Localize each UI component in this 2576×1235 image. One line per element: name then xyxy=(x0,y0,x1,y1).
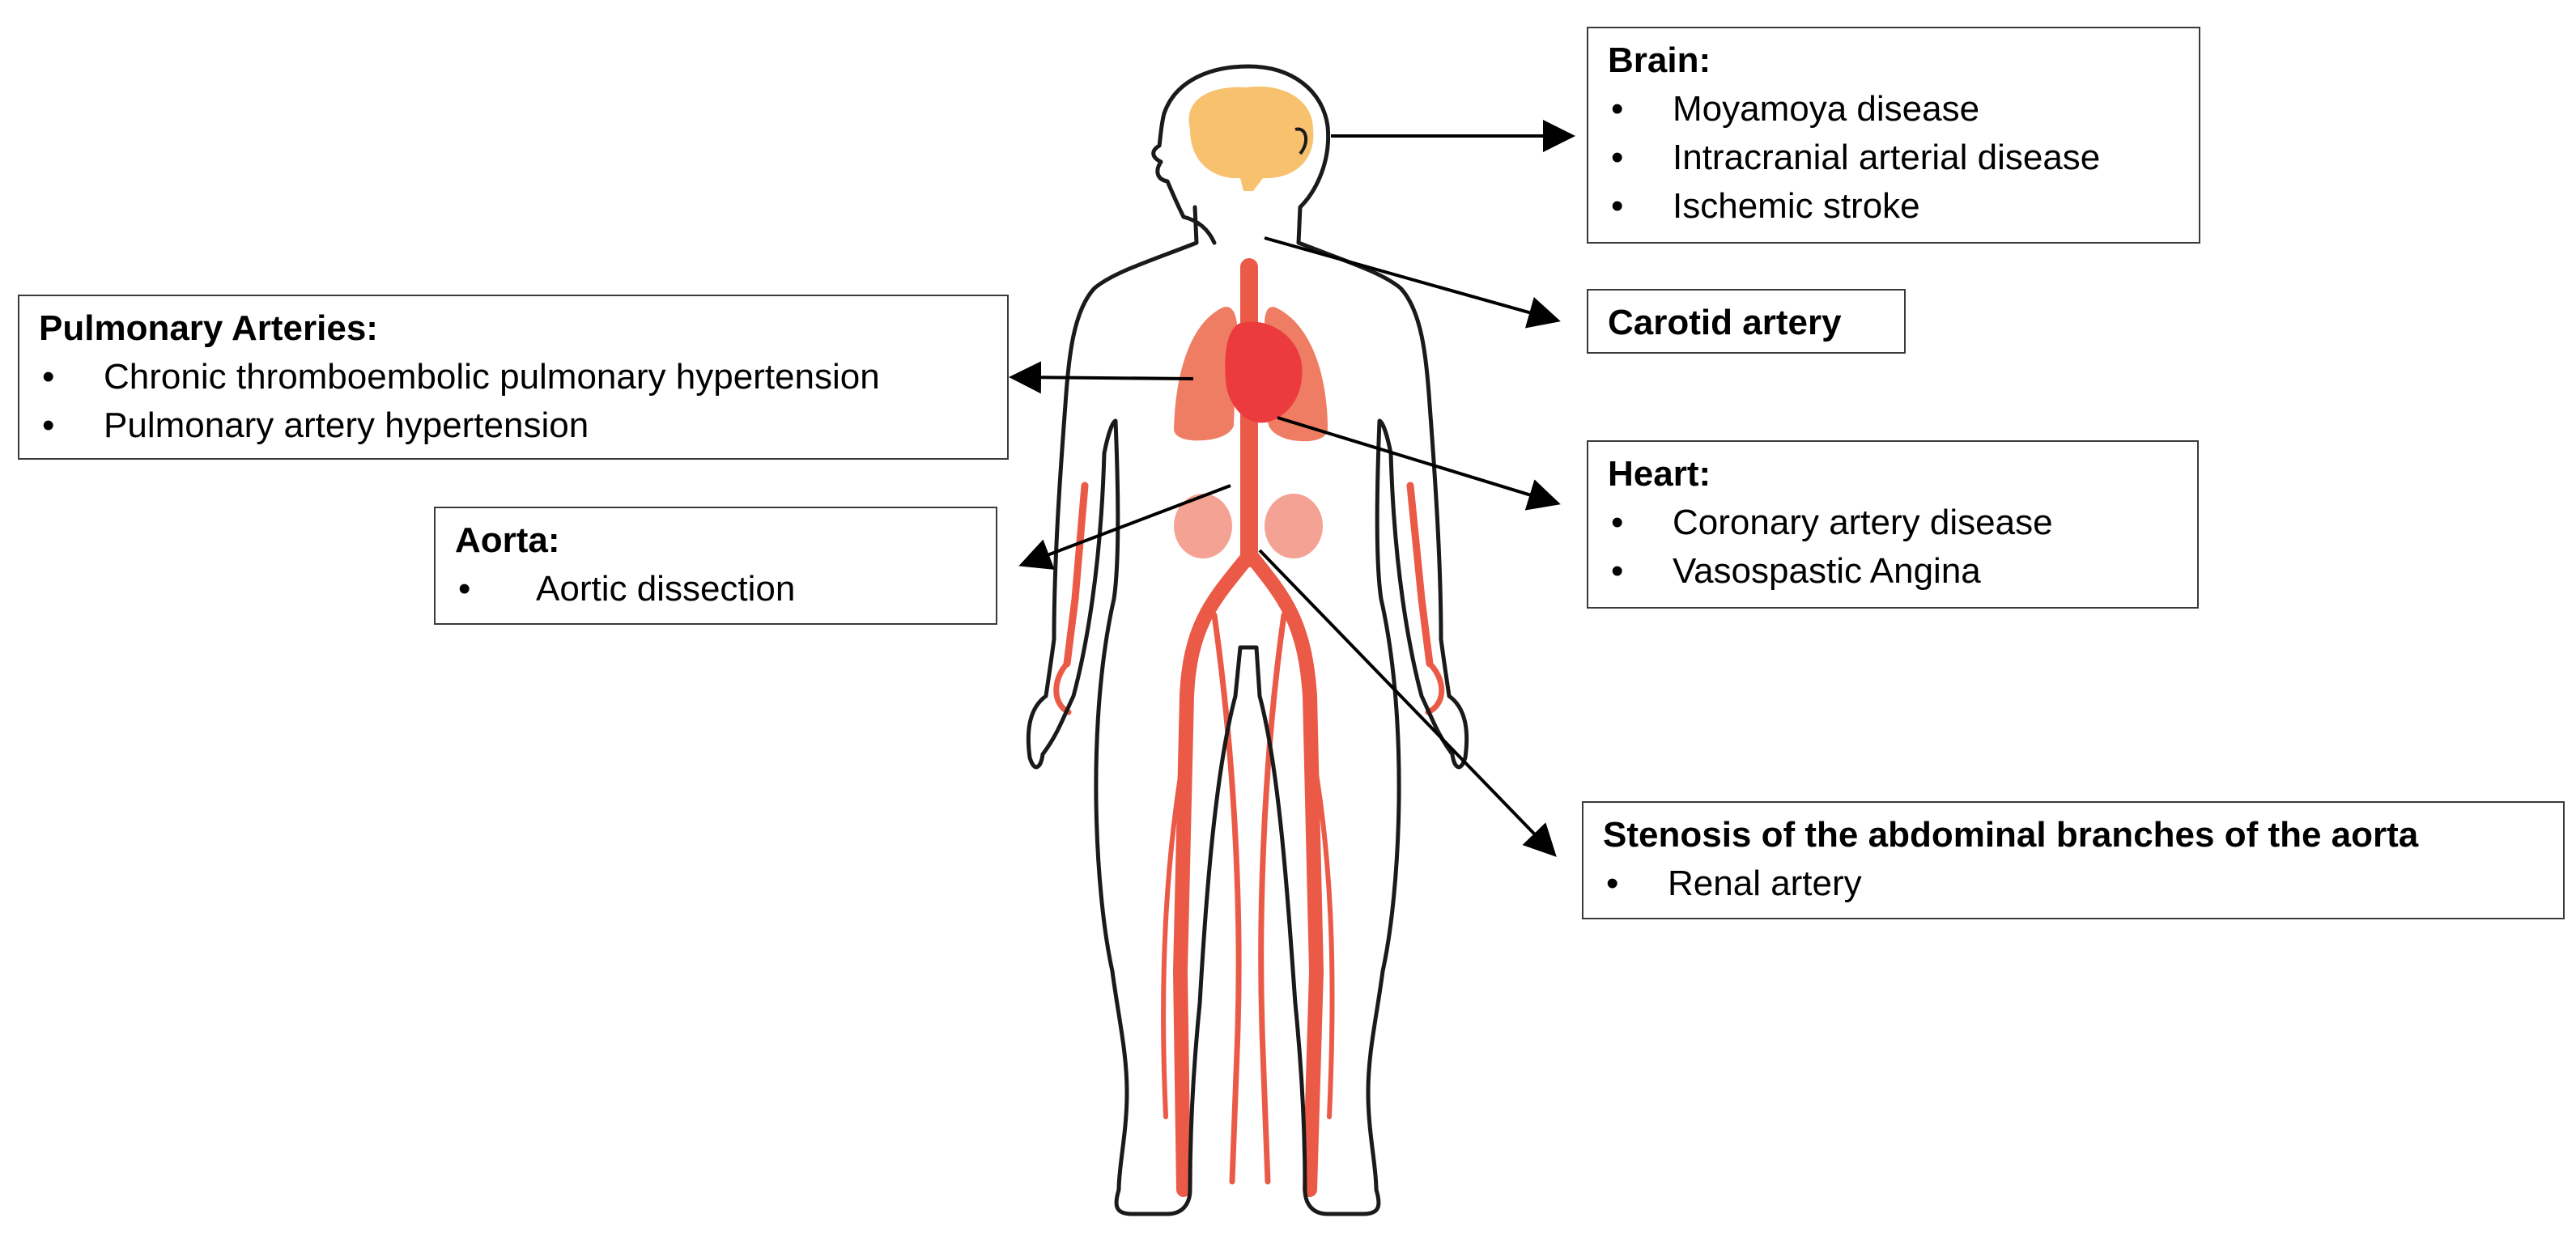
left-arm-artery xyxy=(1063,482,1089,668)
list-item: •Vasospastic Angina xyxy=(1611,551,1981,591)
list-item: •Aortic dissection xyxy=(458,569,796,609)
arrow-aorta xyxy=(1018,484,1231,570)
right-leg-artery-outer xyxy=(1306,726,1335,1119)
right-kidney-shape xyxy=(1265,494,1323,558)
right-hand-artery xyxy=(1425,660,1445,715)
right-arm-artery xyxy=(1406,482,1434,668)
list-item: •Pulmonary artery hypertension xyxy=(42,405,589,445)
left-lung-shape xyxy=(1174,306,1237,441)
stenosis-list: •Renal artery xyxy=(1603,859,2544,908)
aorta-box: Aorta: •Aortic dissection xyxy=(434,507,997,625)
pulmonary-title: Pulmonary Arteries: xyxy=(39,308,378,348)
list-item: •Ischemic stroke xyxy=(1611,186,1920,226)
left-leg-artery-main xyxy=(1172,551,1254,1197)
aorta-title: Aorta: xyxy=(455,520,560,560)
ear-outline xyxy=(1294,127,1308,155)
list-item: •Moyamoya disease xyxy=(1611,89,1980,129)
arrow-stenosis xyxy=(1258,549,1557,857)
heart-box: Heart: •Coronary artery disease •Vasospa… xyxy=(1587,440,2199,609)
brain-list: •Moyamoya disease •Intracranial arterial… xyxy=(1608,85,2179,231)
list-item: •Coronary artery disease xyxy=(1611,503,2053,542)
stenosis-title: Stenosis of the abdominal branches of th… xyxy=(1603,815,2419,855)
stenosis-box: Stenosis of the abdominal branches of th… xyxy=(1582,801,2565,919)
arrow-pulmonary xyxy=(1009,361,1194,394)
right-leg-artery-inner xyxy=(1258,612,1287,1185)
carotid-box: Carotid artery xyxy=(1587,289,1906,354)
arrow-carotid xyxy=(1264,236,1561,329)
heart-list: •Coronary artery disease •Vasospastic An… xyxy=(1608,499,2178,596)
pulmonary-list: •Chronic thromboembolic pulmonary hypert… xyxy=(39,353,988,450)
arrows xyxy=(1009,120,1575,857)
carotid-title: Carotid artery xyxy=(1608,303,1842,342)
left-hand-artery xyxy=(1053,660,1072,715)
pulmonary-box: Pulmonary Arteries: •Chronic thromboembo… xyxy=(18,295,1009,460)
list-item: •Renal artery xyxy=(1606,864,1862,903)
brain-shape xyxy=(1188,86,1314,191)
arteries xyxy=(1053,258,1445,1197)
brain-box: Brain: •Moyamoya disease •Intracranial a… xyxy=(1587,27,2200,244)
list-item: •Intracranial arterial disease xyxy=(1611,138,2101,177)
arrow-heart xyxy=(1277,416,1561,511)
aorta-list: •Aortic dissection xyxy=(455,565,976,613)
organs xyxy=(1174,86,1328,558)
list-item: •Chronic thromboembolic pulmonary hypert… xyxy=(42,357,880,397)
left-leg-artery-inner xyxy=(1211,612,1242,1185)
right-leg-artery-main xyxy=(1246,551,1324,1197)
brain-title: Brain: xyxy=(1608,40,1711,80)
body-outline xyxy=(1026,64,1469,1216)
heart-shape xyxy=(1225,321,1303,423)
heart-title: Heart: xyxy=(1608,454,1711,494)
left-leg-artery-outer xyxy=(1161,726,1191,1119)
left-kidney-shape xyxy=(1174,494,1232,558)
